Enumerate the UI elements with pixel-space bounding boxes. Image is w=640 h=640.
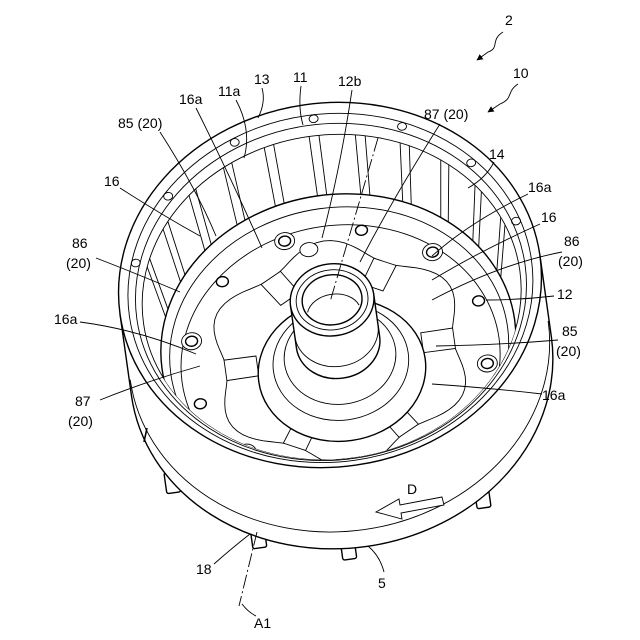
- label-85-20-top: 85 (20): [118, 115, 162, 131]
- label-86-left: 86: [72, 235, 88, 251]
- label-20-86-right: (20): [558, 253, 583, 269]
- pocket: [224, 356, 259, 381]
- label-20-87-left: (20): [68, 413, 93, 429]
- label-10: 10: [513, 65, 529, 81]
- label-16-left: 16: [104, 173, 120, 189]
- label-86-right: 86: [564, 233, 580, 249]
- label-18: 18: [196, 561, 212, 577]
- label-16a-top: 16a: [179, 91, 203, 107]
- label-12: 12: [557, 286, 573, 302]
- label-11a: 11a: [218, 83, 241, 99]
- label-14: 14: [489, 146, 505, 162]
- label-85-right: 85: [562, 323, 578, 339]
- label-16a-left: 16a: [54, 311, 78, 327]
- label-11: 11: [293, 69, 308, 85]
- label-13: 13: [254, 71, 270, 87]
- label-20-86-left: (20): [66, 255, 91, 271]
- label-5: 5: [378, 575, 386, 591]
- label-16a-lower-right: 16a: [542, 387, 566, 403]
- label-16-right: 16: [541, 209, 557, 225]
- label-20-85-right: (20): [556, 343, 581, 359]
- label-a1: A1: [254, 615, 271, 631]
- label-2: 2: [505, 12, 513, 28]
- label-16a-upper-right: 16a: [528, 179, 552, 195]
- label-12b: 12b: [338, 73, 362, 89]
- pocket: [421, 328, 456, 353]
- label-87-left: 87: [75, 393, 91, 409]
- label-87-20-top: 87 (20): [424, 106, 468, 122]
- label-d: D: [407, 481, 417, 497]
